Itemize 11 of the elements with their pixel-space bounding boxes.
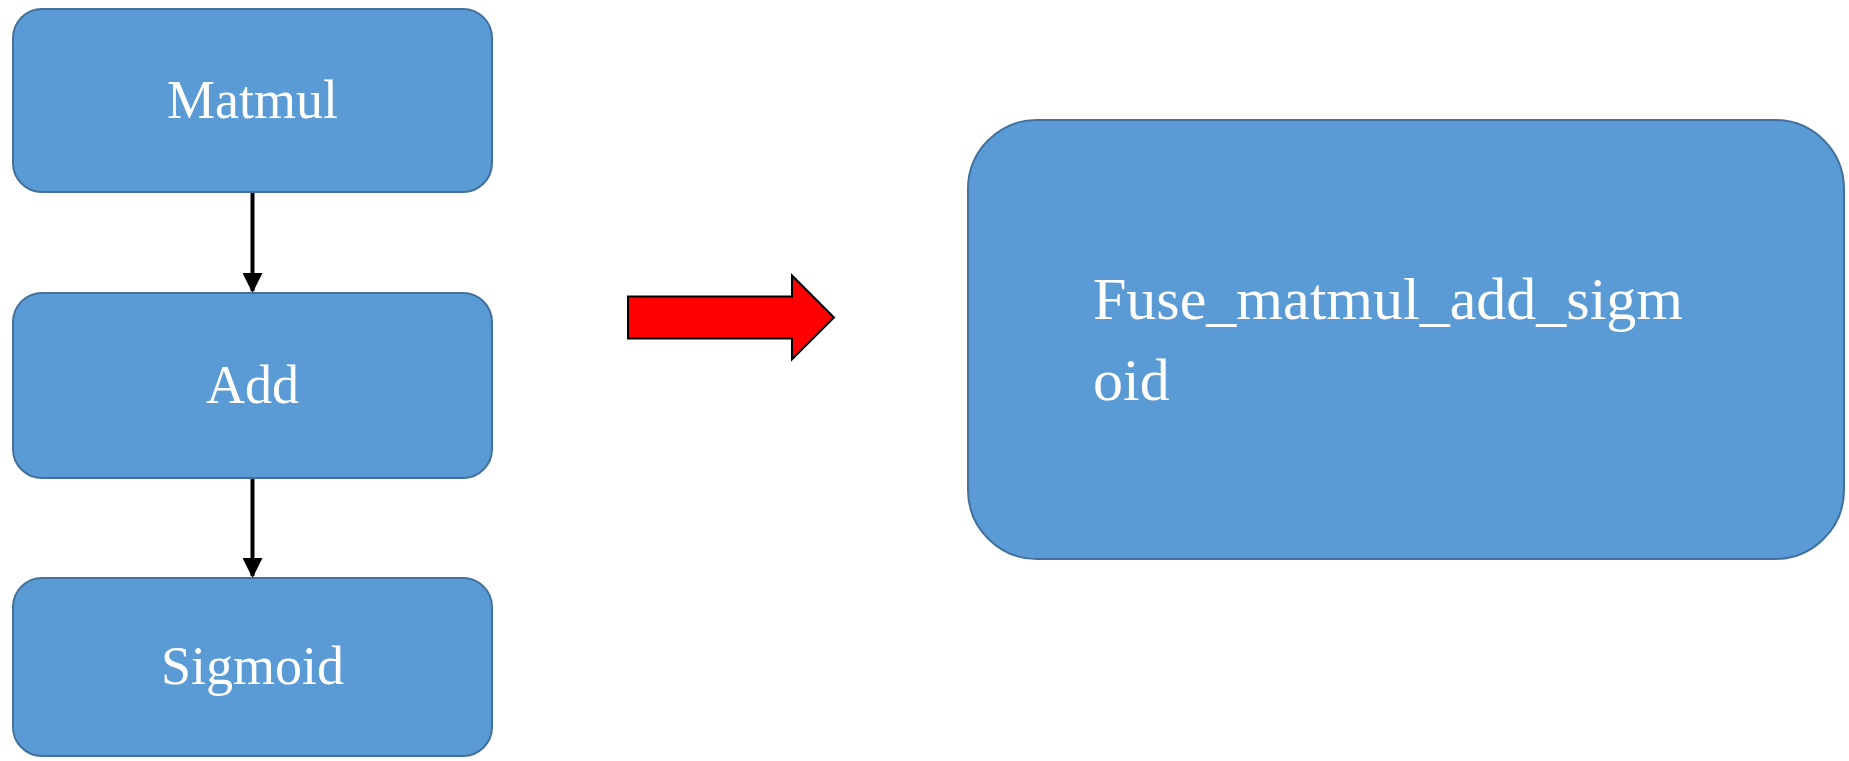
box-label: Sigmoid xyxy=(160,635,344,699)
process-box xyxy=(12,292,493,479)
box-label: Add xyxy=(206,353,299,417)
process-box xyxy=(12,577,493,757)
process-box xyxy=(12,8,493,193)
process-box xyxy=(967,119,1845,560)
arrow xyxy=(242,479,263,578)
box-label: Fuse_matmul_add_sigmoid xyxy=(1093,264,1684,415)
box-label: Matmul xyxy=(167,68,338,132)
arrow xyxy=(242,193,263,293)
block-arrow xyxy=(627,273,836,362)
